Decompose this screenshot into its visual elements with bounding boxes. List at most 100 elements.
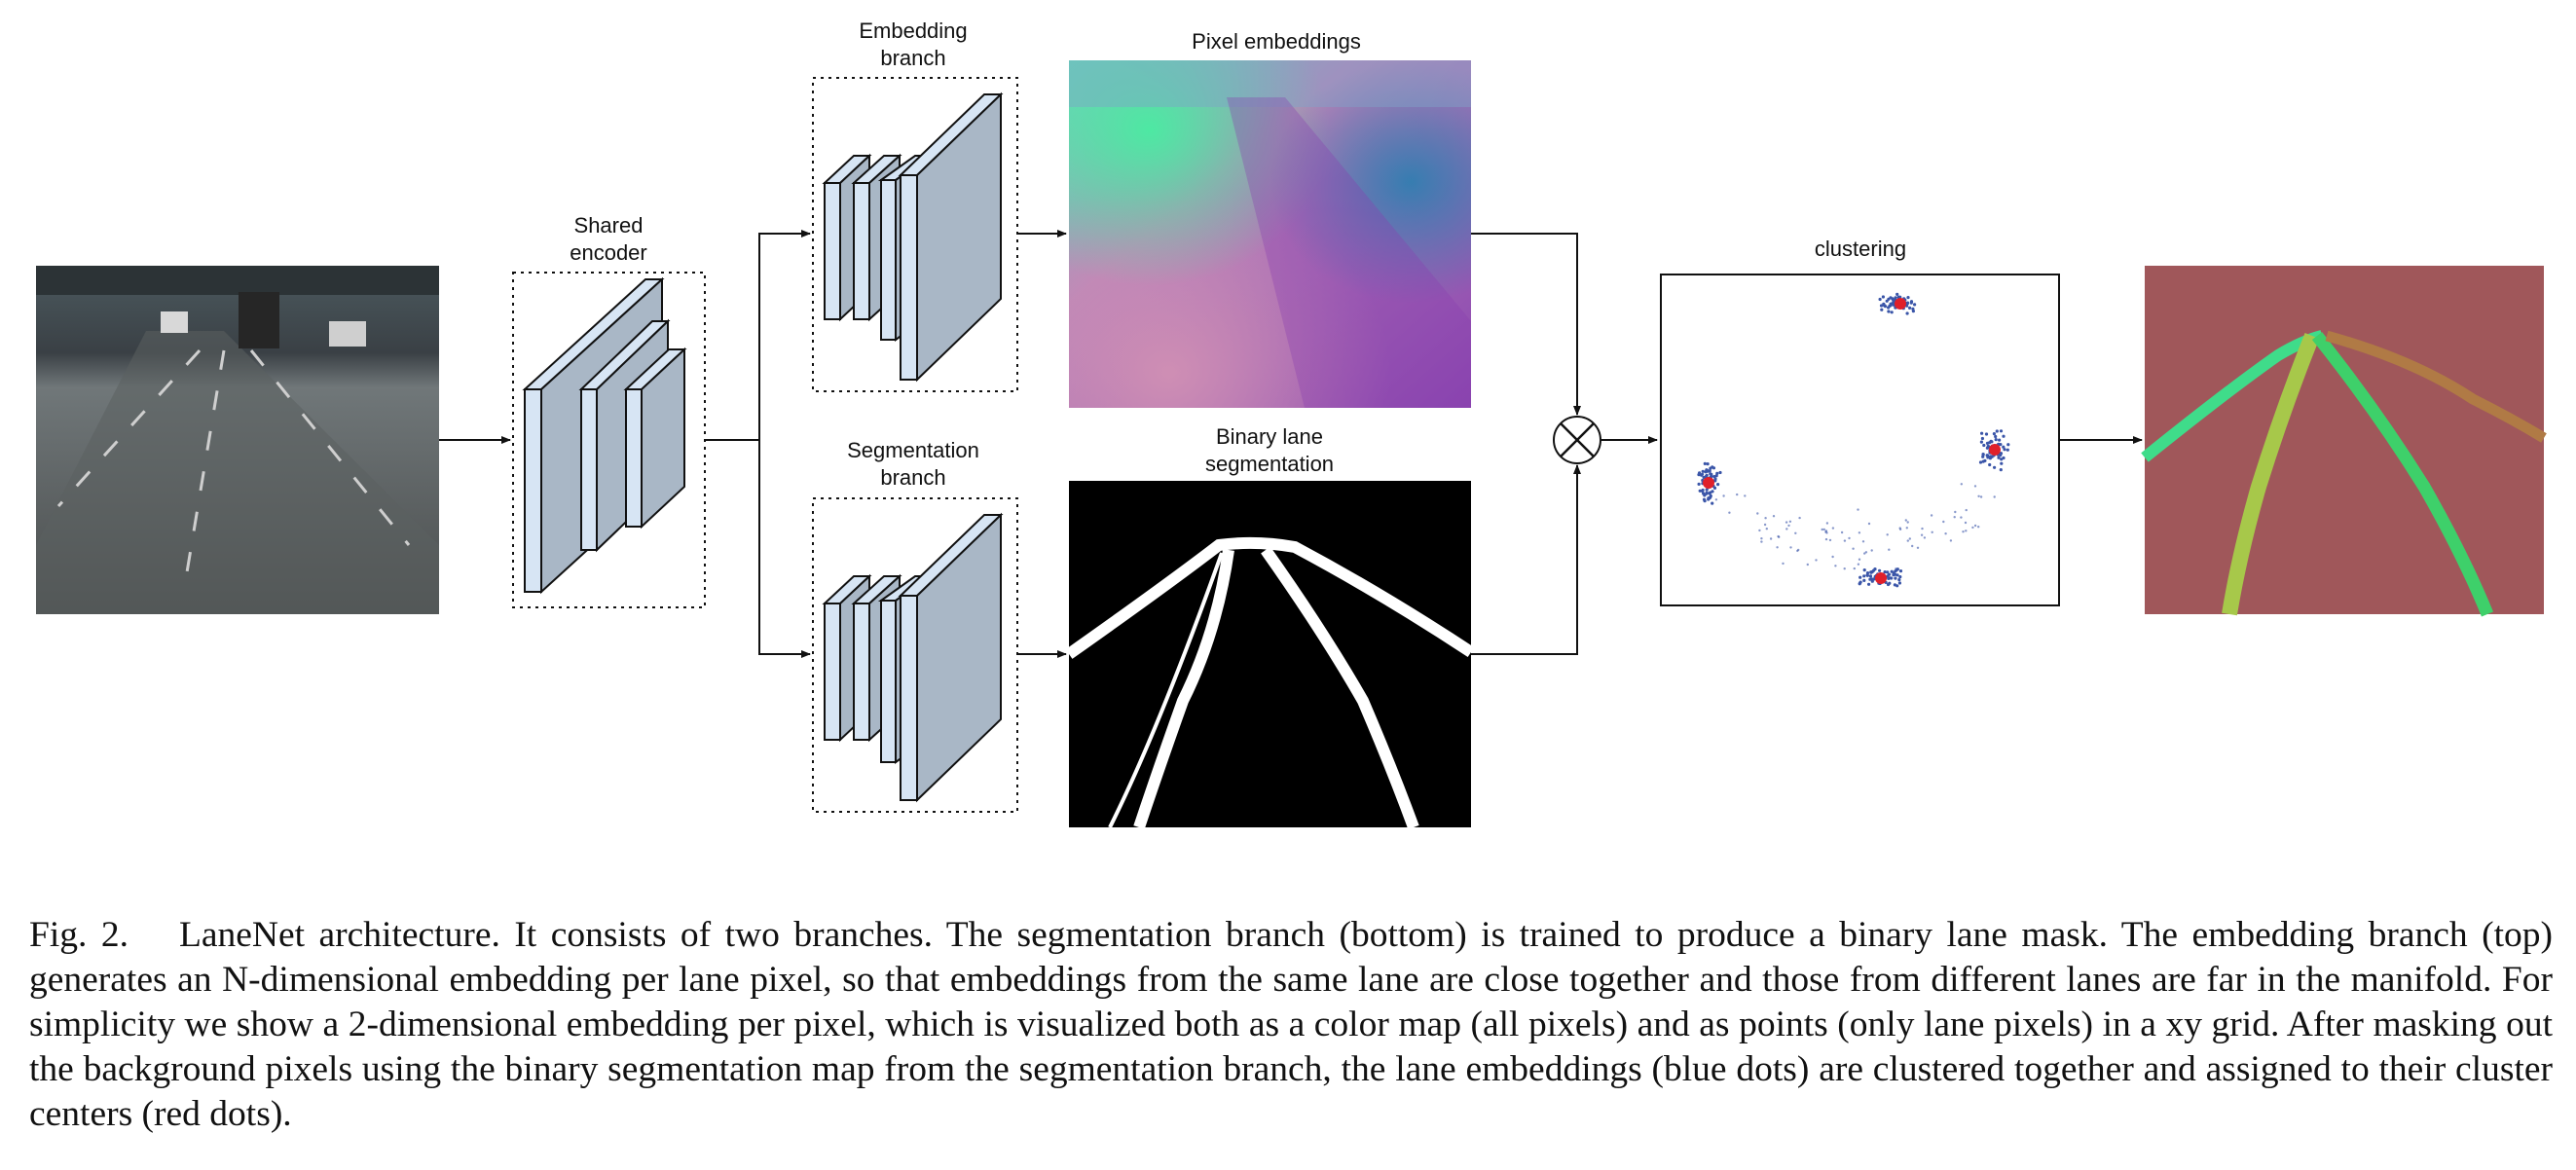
embedding-point [1834,565,1837,567]
embedding-point [1815,559,1818,562]
segmentation-branch-label-line1: Segmentation [847,438,979,462]
embedding-point [1892,299,1895,303]
embedding-point [1787,524,1790,528]
embedding-point [1906,296,1910,300]
embedding-point [1890,576,1894,580]
embedding-point [1794,531,1797,534]
embedding-point [1798,516,1801,520]
embedding-point [1852,547,1855,550]
embedding-point [1744,494,1747,497]
embedding-point [1698,489,1702,493]
embedding-point [1885,299,1889,303]
embedding-point [1888,581,1892,585]
embedding-point [1962,530,1965,533]
embedding-point [1878,297,1882,302]
embedding-point [1998,438,2002,442]
embedding-point [1863,552,1866,555]
embedding-point [1997,456,2001,459]
embedding-point [1714,498,1718,501]
cluster-center [1989,444,2001,456]
embedding-point [1989,455,1993,458]
embedding-point [1979,495,1983,498]
embedding-point [1887,572,1892,576]
embedding-point [1906,539,1910,542]
embedding-point [1973,485,1977,488]
embedding-point [1862,578,1866,583]
embedding-point [1931,530,1933,533]
embedding-point [1864,551,1868,554]
embedding-point [1867,522,1871,526]
embedding-point [1789,546,1792,549]
embedding-point [1736,493,1739,496]
embedding-point [1778,535,1781,538]
segmentation-branch-label-line2: branch [880,465,945,490]
embedding-point [1887,576,1891,581]
embedding-point [1711,501,1714,505]
embedding-point [1785,521,1788,524]
embedding-point [1894,296,1897,300]
embedding-point [1949,539,1953,542]
embedding-point [1960,516,1963,519]
embedding-point [2006,443,2010,447]
embedding-point [1913,303,1917,307]
embedding-point [1857,563,1860,566]
embedding-point [1883,305,1888,309]
figure-caption: Fig. 2. LaneNet architecture. It consist… [29,915,2553,1134]
lanenet-architecture-figure: Shared encoder Embedding bran [36,18,2547,827]
embedding-point [1895,292,1899,296]
embedding-point [1716,483,1720,487]
embedding-point [1883,570,1887,574]
embedding-point [1953,516,1956,519]
embedding-point [1785,528,1788,530]
embedding-point [1698,471,1702,475]
embedding-point [1865,573,1869,577]
embedding-point [1921,527,1924,530]
embedding-point [1905,311,1909,315]
embedding-point [1988,462,1992,467]
embedding-point [1886,570,1890,574]
embedding-point [1701,488,1705,493]
embedding-point [1985,441,1990,445]
embedding-point [1706,462,1710,466]
embedding-point [1981,455,1985,458]
embedding-point [1869,570,1873,574]
embedding-point [1898,527,1901,530]
embedding-point [1895,567,1897,570]
embedding-point [1890,311,1894,314]
embedding-point [1977,494,1980,497]
embedding-point [1713,479,1717,483]
embedding-point [1916,546,1920,549]
embedding-point [1889,296,1893,300]
embedding-point [1831,527,1835,530]
embedding-point [1857,508,1859,511]
embedding-point [1706,469,1711,473]
embedding-point [1887,310,1891,313]
embedding-point [1980,436,1984,441]
embedding-point [1703,461,1707,465]
embedding-point [1843,539,1847,542]
embedding-point [1971,526,1974,530]
embedding-point [1709,494,1712,498]
multiply-node-icon [1553,416,1601,464]
embedding-point [1993,495,1996,498]
embedding-point [1897,578,1901,582]
embedding-point [1872,568,1876,572]
embedding-point [1703,499,1707,503]
pixel-embeddings-map: Pixel embeddings [1069,29,1471,408]
embedding-point [1861,540,1865,543]
embedding-point [1887,306,1891,310]
segmentation-branch: Segmentation branch [812,438,1018,813]
embedding-point [1905,302,1909,306]
embedding-point [1894,576,1897,580]
embedding-point [1858,580,1862,584]
embedding-point [1905,527,1909,530]
embedding-point [1825,522,1829,525]
embedding-point [1879,304,1884,308]
embedding-point [1942,520,1945,524]
embedding-point [1990,440,1994,444]
embedding-point [1715,471,1719,475]
embedding-point [1858,531,1861,534]
embedding-point [1822,528,1826,531]
embedding-point [1888,548,1891,551]
embedding-point [1756,512,1759,515]
